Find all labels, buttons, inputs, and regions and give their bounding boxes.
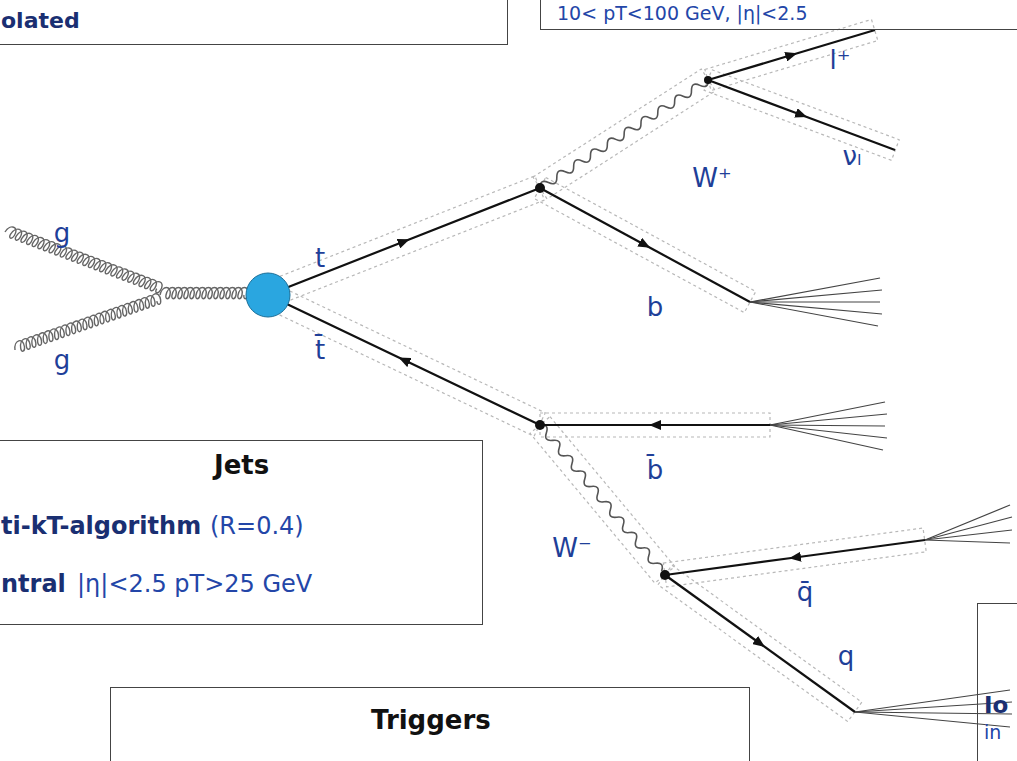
box-heading: 10< pT<100 GeV, |η|<2.5 [557, 3, 808, 25]
particle-label: b [647, 294, 664, 320]
info-box: 10< pT<100 GeV, |η|<2.5 [540, 0, 1017, 30]
particle-label: g [54, 347, 71, 373]
box-heading: olated [1, 8, 80, 33]
particle-label: q [838, 643, 855, 669]
particle-label: W⁺ [692, 165, 731, 191]
box-heading: Io [984, 692, 1008, 718]
particle-label: νₗ [843, 143, 862, 169]
particle-label: q̄ [797, 579, 814, 605]
box-text: (R=0.4) [210, 513, 304, 541]
box-text: ti-kT-algorithm [1, 513, 201, 541]
particle-label: W⁻ [552, 535, 591, 561]
info-box: olated [0, 0, 508, 45]
cut-box: Io in [977, 603, 1017, 761]
box-heading: Jets [214, 451, 269, 481]
triggers-box: Triggers [110, 687, 750, 761]
particle-label: t [315, 245, 325, 271]
particle-label: b̄ [647, 457, 664, 483]
jets-box: Jets ti-kT-algorithm (R=0.4) ntral |η|<2.5 p… [0, 440, 483, 625]
particle-label: g [54, 220, 71, 246]
box-text: |η|<2.5 pT>25 GeV [77, 571, 312, 599]
particle-label: l⁺ [830, 47, 851, 73]
box-heading: Triggers [371, 706, 491, 736]
box-text: ntral [1, 571, 66, 599]
box-text: in [984, 722, 1001, 744]
particle-label: t̄ [315, 337, 325, 363]
